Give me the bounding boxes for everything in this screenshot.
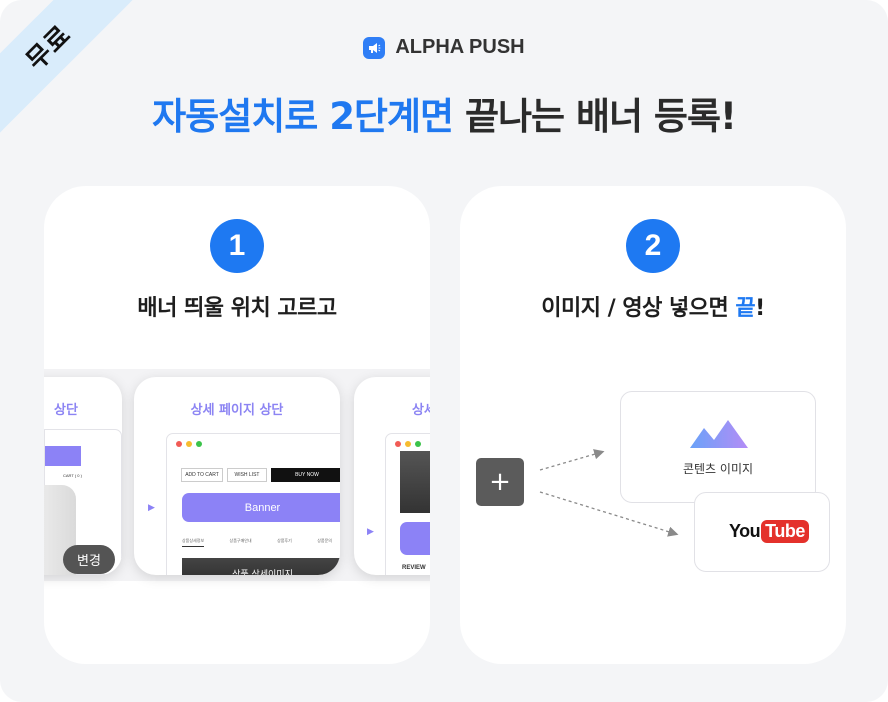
banner-slot xyxy=(400,522,430,555)
product-buttons: ADD TO CART WISH LIST BUY NOW xyxy=(181,468,340,482)
connector-arrows xyxy=(539,449,679,537)
step2-title-highlight: 끝 xyxy=(735,296,756,321)
megaphone-icon xyxy=(363,36,386,59)
mountain-image-icon xyxy=(690,420,748,448)
window-dots xyxy=(395,441,421,447)
banner-slot: Banner xyxy=(182,493,340,522)
step2-title-end: ! xyxy=(755,296,765,321)
cart-label: CART ( 0 ) xyxy=(63,473,82,478)
headline: 자동설치로 2단계면 끝나는 배너 등록! xyxy=(0,86,888,140)
content-image-label: 콘텐츠 이미지 xyxy=(682,462,754,476)
detail-image-placeholder: 상품 상세이미지 xyxy=(182,558,340,575)
browser-mock: REVIEW xyxy=(385,433,430,575)
phone-preview-detail[interactable]: 상세 ▶ REVIEW xyxy=(354,377,430,575)
phone-preview-top[interactable]: 상단 CART ( 0 ) 변경 xyxy=(44,377,122,575)
browser-mock: ADD TO CART WISH LIST BUY NOW Banner 상품상… xyxy=(166,433,340,575)
brand: ALPHA PUSH xyxy=(0,36,888,59)
detail-tab: 상품구매안내 xyxy=(229,538,252,543)
headline-highlight: 자동설치로 2단계면 xyxy=(152,95,454,138)
youtube-logo-icon: You Tube xyxy=(729,520,809,543)
window-dots xyxy=(176,441,202,447)
youtube-you: You xyxy=(729,521,761,541)
wish-list-button: WISH LIST xyxy=(227,468,267,482)
youtube-box[interactable]: You Tube xyxy=(694,492,830,572)
step2-title: 이미지 / 영상 넣으면 끝! xyxy=(460,290,846,322)
detail-tab: 상품상세정보 xyxy=(182,538,205,547)
product-image xyxy=(400,451,430,513)
pointer-triangle-icon: ▶ xyxy=(367,527,374,537)
headline-rest: 끝나는 배너 등록! xyxy=(464,95,737,138)
buy-now-button: BUY NOW xyxy=(271,468,340,482)
step1-title: 배너 띄울 위치 고르고 xyxy=(137,296,337,321)
phone-title-detail: 상세 xyxy=(412,403,430,418)
phone-preview-detail-top[interactable]: 상세 페이지 상단 ▶ ADD TO CART WISH LIST BUY NO… xyxy=(134,377,340,575)
youtube-tube: Tube xyxy=(761,520,809,543)
detail-tabs: 상품상세정보 상품구매안내 상품후기 상품문의 xyxy=(182,538,332,547)
phone-title-top: 상단 xyxy=(54,403,78,418)
banner-slot xyxy=(45,446,81,466)
minimize-dot-icon xyxy=(186,441,192,447)
close-dot-icon xyxy=(176,441,182,447)
maximize-dot-icon xyxy=(196,441,202,447)
pointer-triangle-icon: ▶ xyxy=(148,503,155,513)
minimize-dot-icon xyxy=(405,441,411,447)
review-label: REVIEW xyxy=(402,565,426,571)
step1-card: 1 배너 띄울 위치 고르고 상단 CART ( 0 ) 변경 상세 페이지 상… xyxy=(44,186,430,664)
step2-card: 2 이미지 / 영상 넣으면 끝! + xyxy=(460,186,846,664)
step1-number: 1 xyxy=(210,219,264,273)
detail-tab: 상품후기 xyxy=(277,538,292,543)
phone-title-detail-top: 상세 페이지 상단 xyxy=(190,403,284,418)
step2-title-main: 이미지 / 영상 넣으면 xyxy=(541,296,729,321)
step2-number: 2 xyxy=(626,219,680,273)
change-button[interactable]: 변경 xyxy=(63,545,115,574)
close-dot-icon xyxy=(395,441,401,447)
add-media-button[interactable]: + xyxy=(476,458,524,506)
maximize-dot-icon xyxy=(415,441,421,447)
brand-name: ALPHA PUSH xyxy=(395,36,525,58)
content-image-box[interactable]: 콘텐츠 이미지 xyxy=(620,391,816,503)
detail-tab: 상품문의 xyxy=(317,538,332,543)
add-to-cart-button: ADD TO CART xyxy=(181,468,223,482)
position-preview-strip: 상단 CART ( 0 ) 변경 상세 페이지 상단 ▶ xyxy=(44,369,430,581)
